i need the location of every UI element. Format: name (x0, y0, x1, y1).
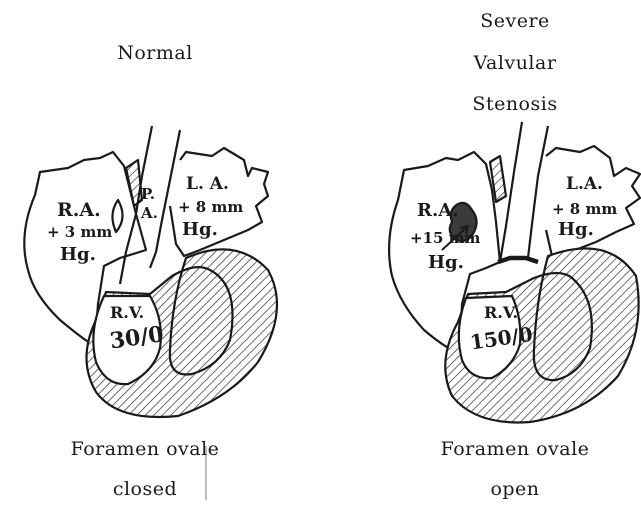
stenosis-heart (389, 122, 640, 422)
normal-ra-unit: Hg. (60, 244, 96, 265)
normal-caption-line1: Foramen ovale (40, 438, 250, 460)
normal-ra-label: R.A. (57, 199, 101, 221)
stenosis-caption-line2: open (410, 478, 620, 500)
stenosis-ra-pressure: +15 mm (410, 229, 481, 247)
stenosis-rv-label: R.V. (484, 303, 518, 322)
normal-heart (24, 126, 277, 417)
stenosis-title-line3: Stenosis (460, 93, 570, 115)
normal-la-pressure: + 8 mm (178, 198, 243, 216)
stenosis-caption-line1: Foramen ovale (410, 438, 620, 460)
normal-leaflet (112, 200, 122, 232)
stenosis-title-line2: Valvular (460, 52, 570, 74)
stenosis-title-line1: Severe (460, 10, 570, 32)
stenosis-la-label: L.A. (566, 174, 603, 194)
stenosis-la-unit: Hg. (558, 219, 594, 240)
normal-pa-p-label: P. (141, 185, 155, 203)
normal-title: Normal (100, 42, 210, 64)
stenosis-ra-label: R.A. (417, 200, 458, 221)
normal-caption-line2: closed (40, 478, 250, 500)
normal-rv-label: R.V. (110, 303, 144, 322)
stenosis-pulmonary-artery-wall-right (528, 126, 548, 258)
normal-la-label: L. A. (186, 174, 229, 194)
normal-pa-a-label: A. (140, 204, 158, 222)
stenosis-ra-unit: Hg. (428, 252, 464, 273)
stenosis-la-pressure: + 8 mm (552, 200, 617, 218)
normal-ra-pressure: + 3 mm (47, 223, 112, 241)
stenotic-valve (498, 258, 538, 262)
normal-atrial-septum (126, 160, 142, 206)
normal-la-unit: Hg. (182, 219, 218, 240)
